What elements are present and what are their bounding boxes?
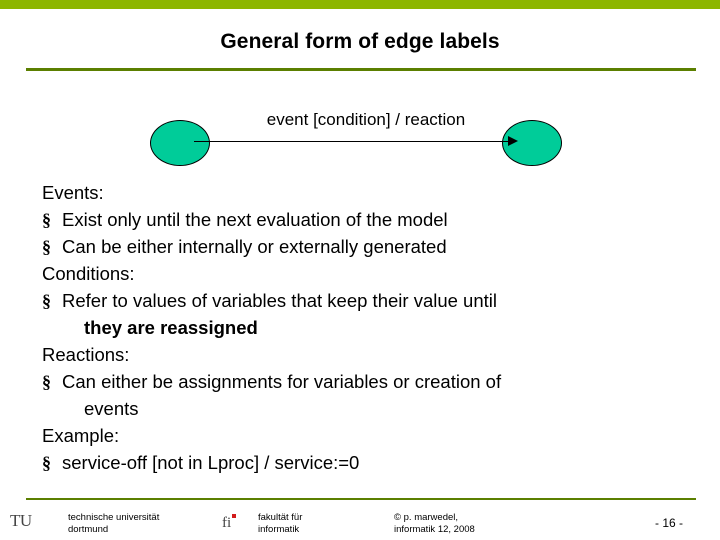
- state-transition-diagram: event [condition] / reaction: [150, 110, 562, 166]
- list-item: § Can either be assignments for variable…: [42, 369, 690, 395]
- slide-footer: TU technische universität dortmund fi fa…: [0, 503, 720, 540]
- content-body: Events: § Exist only until the next eval…: [42, 180, 690, 477]
- title-divider: [26, 68, 696, 71]
- list-item-label: Can be either internally or externally g…: [62, 236, 447, 257]
- list-item: § Exist only until the next evaluation o…: [42, 207, 690, 233]
- university-name: technische universität dortmund: [68, 512, 159, 536]
- section-heading-example: Example:: [42, 425, 120, 446]
- page-number: - 16 -: [655, 516, 684, 530]
- tu-logo: TU: [10, 511, 32, 530]
- fi-logo-text: fi: [222, 515, 232, 531]
- university-name-line1: technische universität: [68, 512, 160, 523]
- list-item-label: Can either be assignments for variables …: [62, 371, 502, 392]
- footer-divider: [26, 498, 696, 500]
- copyright-line2: informatik 12, 2008: [394, 524, 475, 535]
- fi-logo: fi: [222, 514, 237, 532]
- list-item-label: service-off [not in Lproc] / service:=0: [62, 452, 360, 473]
- section-heading-conditions: Conditions:: [42, 263, 135, 284]
- list-item-continuation: they are reassigned: [84, 317, 258, 338]
- fi-logo-dot-icon: [232, 514, 237, 518]
- copyright: © p. marwedel, informatik 12, 2008: [394, 512, 475, 536]
- transition-edge-line: [194, 141, 512, 143]
- page-title: General form of edge labels: [220, 30, 500, 53]
- list-item: § Can be either internally or externally…: [42, 234, 690, 260]
- transition-arrowhead-icon: [508, 136, 518, 146]
- bullet-marker-icon: §: [42, 372, 51, 392]
- list-item: § service-off [not in Lproc] / service:=…: [42, 450, 690, 476]
- list-item-label: Exist only until the next evaluation of …: [62, 209, 448, 230]
- list-item-continuation: events: [84, 398, 139, 419]
- bullet-marker-icon: §: [42, 237, 51, 257]
- section-heading-events: Events:: [42, 182, 104, 203]
- bullet-marker-icon: §: [42, 210, 51, 230]
- faculty-name-line1: fakultät für: [258, 512, 303, 523]
- faculty-name-line2: informatik: [258, 524, 300, 535]
- section-heading-reactions: Reactions:: [42, 344, 130, 365]
- list-item: § Refer to values of variables that keep…: [42, 288, 690, 314]
- bullet-marker-icon: §: [42, 291, 51, 311]
- bullet-marker-icon: §: [42, 453, 51, 473]
- edge-label: event [condition] / reaction: [266, 110, 466, 129]
- list-item-label: Refer to values of variables that keep t…: [62, 290, 497, 311]
- copyright-line1: © p. marwedel,: [394, 512, 459, 523]
- source-state-node: [150, 120, 210, 166]
- university-name-line2: dortmund: [68, 524, 109, 535]
- faculty-name: fakultät für informatik: [258, 512, 302, 536]
- top-accent-bar: [0, 0, 720, 9]
